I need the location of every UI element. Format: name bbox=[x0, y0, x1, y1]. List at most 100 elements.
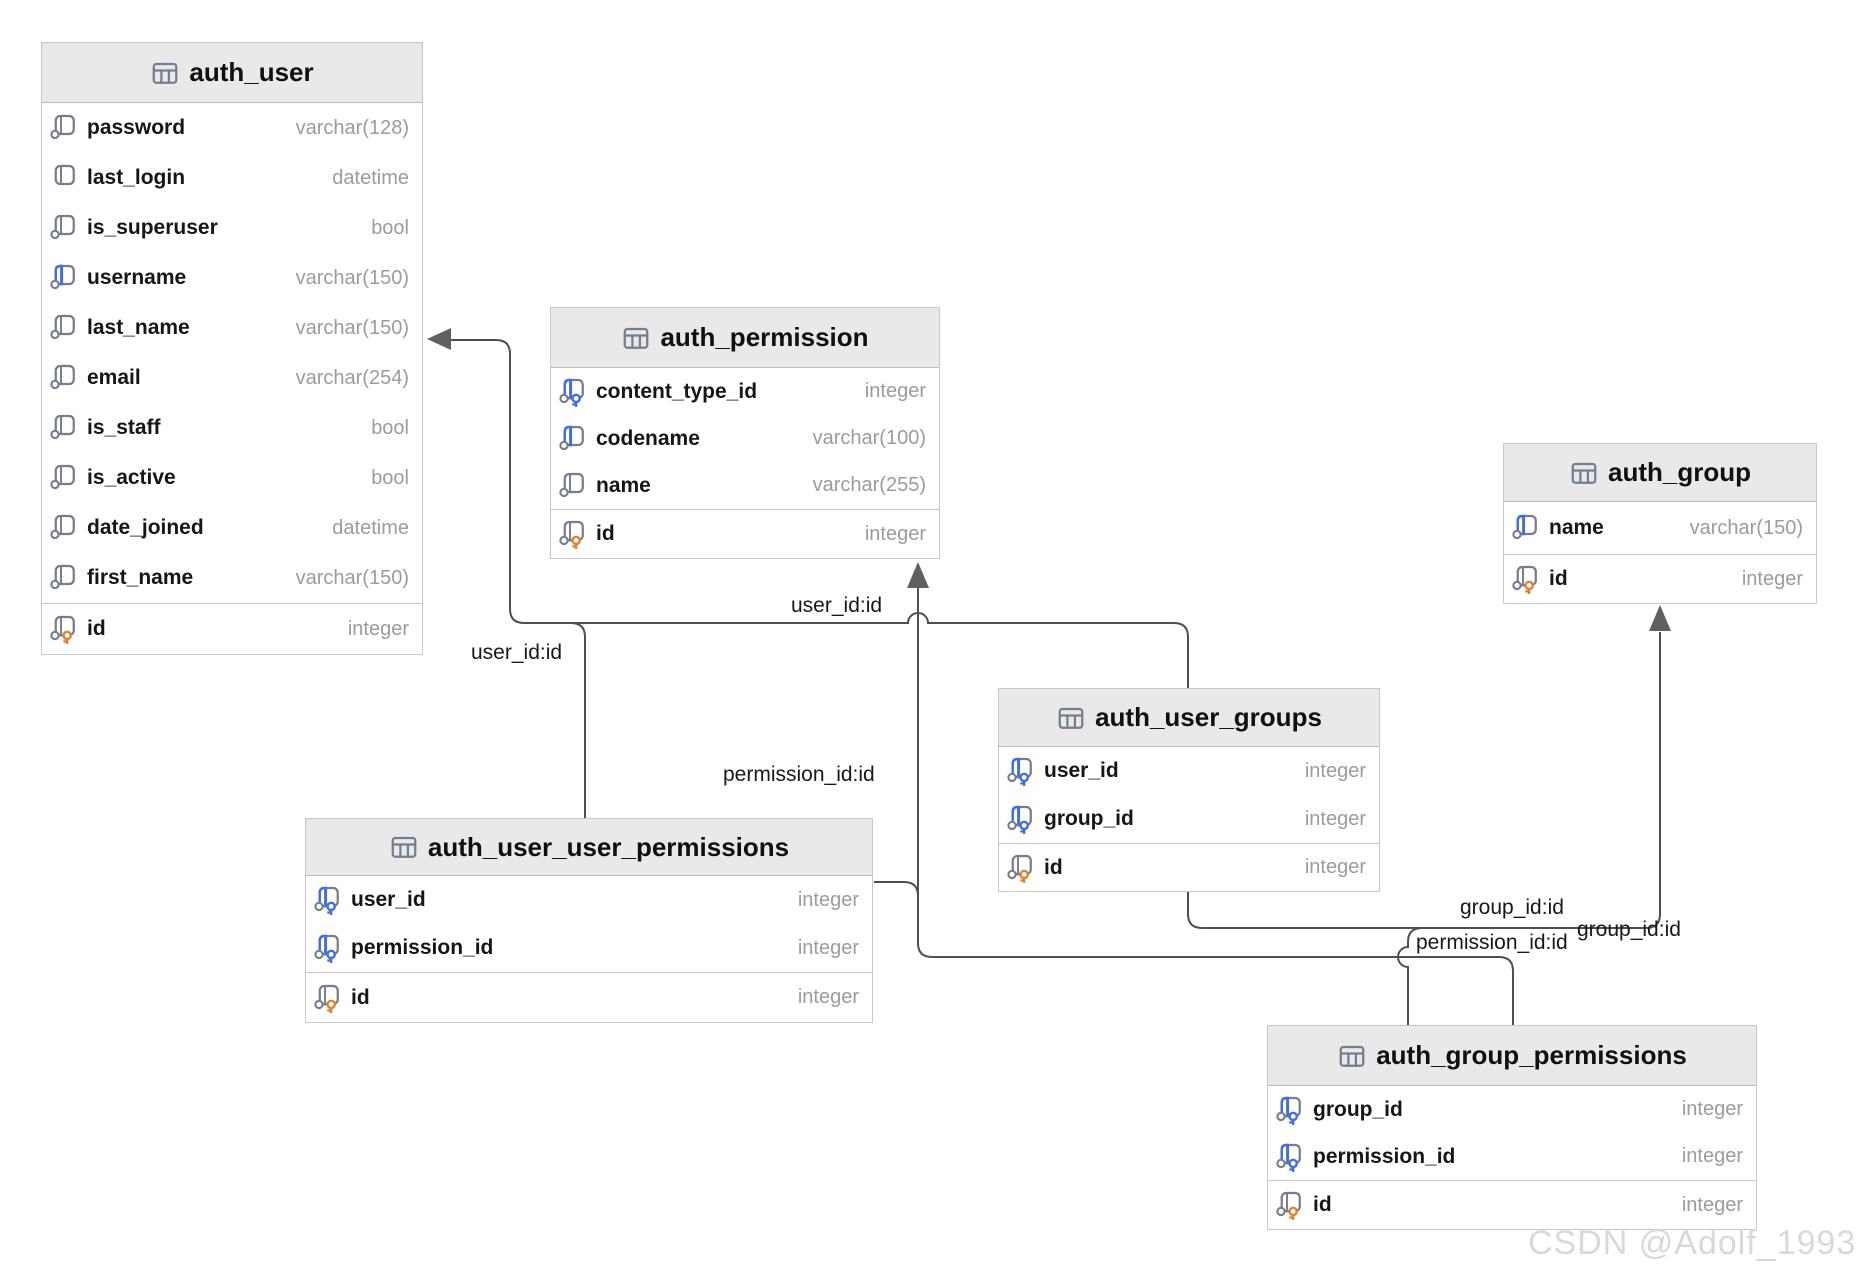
indexed-column-icon bbox=[49, 263, 79, 293]
column-type: bool bbox=[371, 466, 409, 489]
foreign-key-icon bbox=[313, 885, 343, 915]
table-header[interactable]: auth_group bbox=[1504, 444, 1816, 502]
primary-key-icon bbox=[49, 614, 79, 644]
column-icon bbox=[49, 413, 79, 443]
table-header[interactable]: auth_permission bbox=[551, 308, 939, 368]
column-type: integer bbox=[1681, 1193, 1743, 1216]
relationship-label: group_id:id bbox=[1577, 918, 1681, 941]
primary-key-section: id integer bbox=[1504, 554, 1816, 603]
table-title: auth_group_permissions bbox=[1376, 1040, 1687, 1070]
table-title: auth_user bbox=[189, 57, 314, 87]
column-name: name bbox=[596, 473, 651, 497]
primary-key-icon bbox=[1511, 564, 1541, 594]
column-name: id bbox=[596, 522, 615, 545]
column-name: user_id bbox=[1044, 759, 1119, 782]
relationship-label: user_id:id bbox=[791, 594, 883, 617]
column-type: integer bbox=[1304, 759, 1366, 782]
table-header[interactable]: auth_user_groups bbox=[999, 689, 1379, 747]
column-icon bbox=[49, 363, 79, 393]
column-name: group_id bbox=[1044, 807, 1134, 830]
table-icon bbox=[150, 58, 180, 88]
table-icon bbox=[1337, 1041, 1367, 1071]
column-row-email[interactable]: email varchar(254) bbox=[42, 353, 422, 403]
column-type: varchar(150) bbox=[295, 266, 409, 289]
table-header[interactable]: auth_group_permissions bbox=[1268, 1026, 1756, 1086]
column-type: datetime bbox=[332, 166, 409, 189]
table-title: auth_group bbox=[1608, 457, 1751, 487]
column-name: group_id bbox=[1313, 1097, 1403, 1121]
column-type: integer bbox=[864, 522, 926, 545]
column-name: id bbox=[351, 985, 370, 1009]
column-row-user_id[interactable]: user_id integer bbox=[999, 747, 1379, 795]
column-type: bool bbox=[371, 216, 409, 239]
foreign-key-icon bbox=[1006, 804, 1036, 834]
column-name: id bbox=[87, 617, 106, 640]
edge-auth_group_permissions-group_id[interactable] bbox=[1397, 927, 1642, 1026]
edge-auth_group_permissions-permission_id[interactable] bbox=[917, 588, 1514, 1026]
foreign-key-icon bbox=[1275, 1095, 1305, 1125]
edge-auth_user_groups-user_id[interactable] bbox=[451, 339, 1189, 689]
column-name: content_type_id bbox=[596, 379, 758, 403]
arrowhead-to-auth_user bbox=[427, 328, 451, 350]
column-row-id[interactable]: id integer bbox=[1268, 1181, 1756, 1229]
column-type: varchar(150) bbox=[295, 316, 409, 339]
arrowhead-to-auth_permission bbox=[907, 562, 929, 588]
table-icon bbox=[621, 323, 651, 353]
edge-auth_user_user_permissions-user_id[interactable] bbox=[570, 622, 586, 819]
table-header[interactable]: auth_user_user_permissions bbox=[306, 819, 872, 876]
foreign-key-icon bbox=[313, 933, 343, 963]
column-icon bbox=[49, 213, 79, 243]
table-title: auth_user_user_permissions bbox=[427, 831, 790, 862]
relationship-label: permission_id:id bbox=[723, 763, 875, 786]
column-type: varchar(128) bbox=[295, 116, 409, 139]
column-name: id bbox=[1313, 1193, 1332, 1216]
table-header[interactable]: auth_user bbox=[42, 43, 422, 103]
column-name: permission_id bbox=[1313, 1144, 1456, 1168]
column-icon bbox=[49, 513, 79, 543]
edge-auth_user_user_permissions-permission_id[interactable] bbox=[874, 881, 919, 897]
column-name: id bbox=[1549, 567, 1568, 590]
column-type: varchar(100) bbox=[812, 427, 926, 449]
table-icon bbox=[389, 832, 419, 862]
column-type: integer bbox=[1741, 567, 1803, 590]
column-name: email bbox=[87, 366, 141, 389]
column-type: varchar(254) bbox=[295, 366, 409, 389]
column-row-id[interactable]: id integer bbox=[1504, 555, 1816, 603]
column-row-id[interactable]: id integer bbox=[551, 510, 939, 558]
watermark: CSDN @Adolf_1993 bbox=[1528, 1224, 1857, 1262]
column-name: date_joined bbox=[87, 516, 204, 539]
column-icon bbox=[558, 471, 588, 501]
primary-key-icon bbox=[1275, 1190, 1305, 1220]
